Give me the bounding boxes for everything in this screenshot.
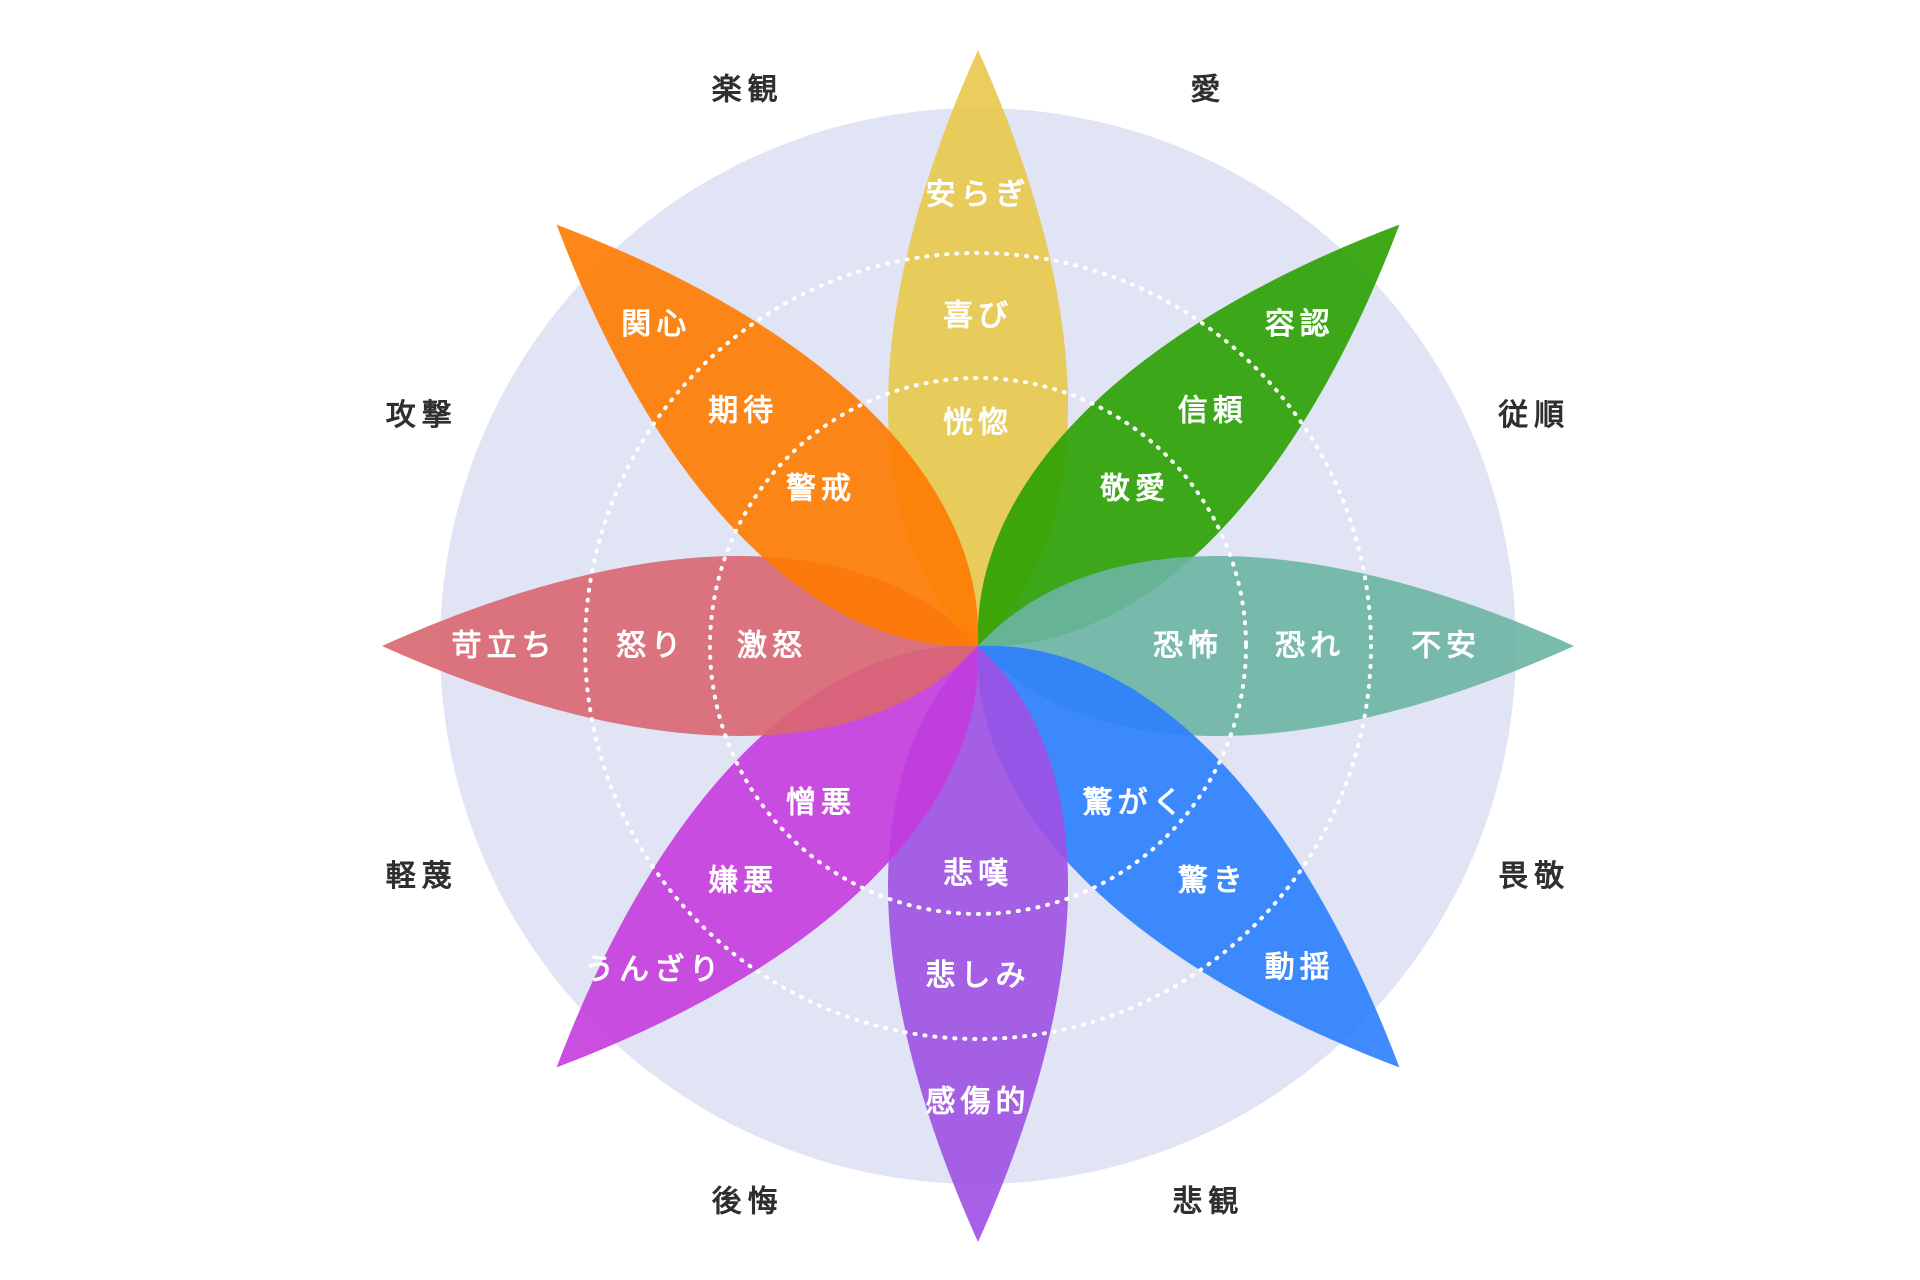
label-surprise-intense: 驚がく [1083,786,1188,821]
label-joy-intense: 恍惚 [943,406,1013,441]
label-anticipation-intense: 警戒 [786,472,856,507]
label-anger-mild: 苛立ち [452,629,557,664]
label-sadness-intense: 悲嘆 [943,857,1013,892]
outer-ring [583,251,1373,1041]
label-disgust-intense: 憎悪 [786,786,856,821]
label-joy: 喜び [943,299,1013,334]
label-fear-mild: 不安 [1411,629,1481,664]
label-anticipation-mild: 関心 [621,307,691,342]
label-anger: 怒り [616,629,686,664]
petal-trust [977,224,1400,647]
label-disgust: 嫌悪 [708,863,778,898]
dyad-submission: 従順 [1497,398,1570,433]
label-surprise-mild: 動揺 [1265,950,1335,985]
petal-group [382,50,1574,1242]
petal-disgust [556,645,979,1068]
dyad-love: 愛 [1190,72,1226,107]
label-fear-intense: 恐怖 [1153,629,1223,664]
label-anticipation: 期待 [708,394,778,429]
label-disgust-mild: うんざり [584,952,724,987]
dyad-disapproval: 悲観 [1172,1185,1244,1220]
dyad-contempt: 軽蔑 [386,859,458,894]
label-trust-intense: 敬愛 [1099,472,1170,507]
label-trust: 信頼 [1178,394,1248,429]
label-surprise: 驚き [1178,863,1248,898]
dyad-aggressiveness: 攻撃 [386,398,458,433]
label-trust-mild: 容認 [1265,307,1335,342]
dyad-awe: 畏敬 [1498,859,1570,894]
label-sadness-mild: 感傷的 [926,1085,1031,1120]
label-anger-intense: 激怒 [737,629,807,664]
inner-ring [708,376,1248,916]
label-joy-mild: 安らぎ [926,178,1031,213]
dyad-remorse: 後悔 [712,1185,784,1220]
dyad-optimism: 楽観 [712,72,784,107]
petal-anticipation [556,224,979,647]
label-sadness: 悲しみ [926,959,1031,994]
label-fear: 恐れ [1275,629,1345,664]
petal-surprise [977,645,1400,1068]
